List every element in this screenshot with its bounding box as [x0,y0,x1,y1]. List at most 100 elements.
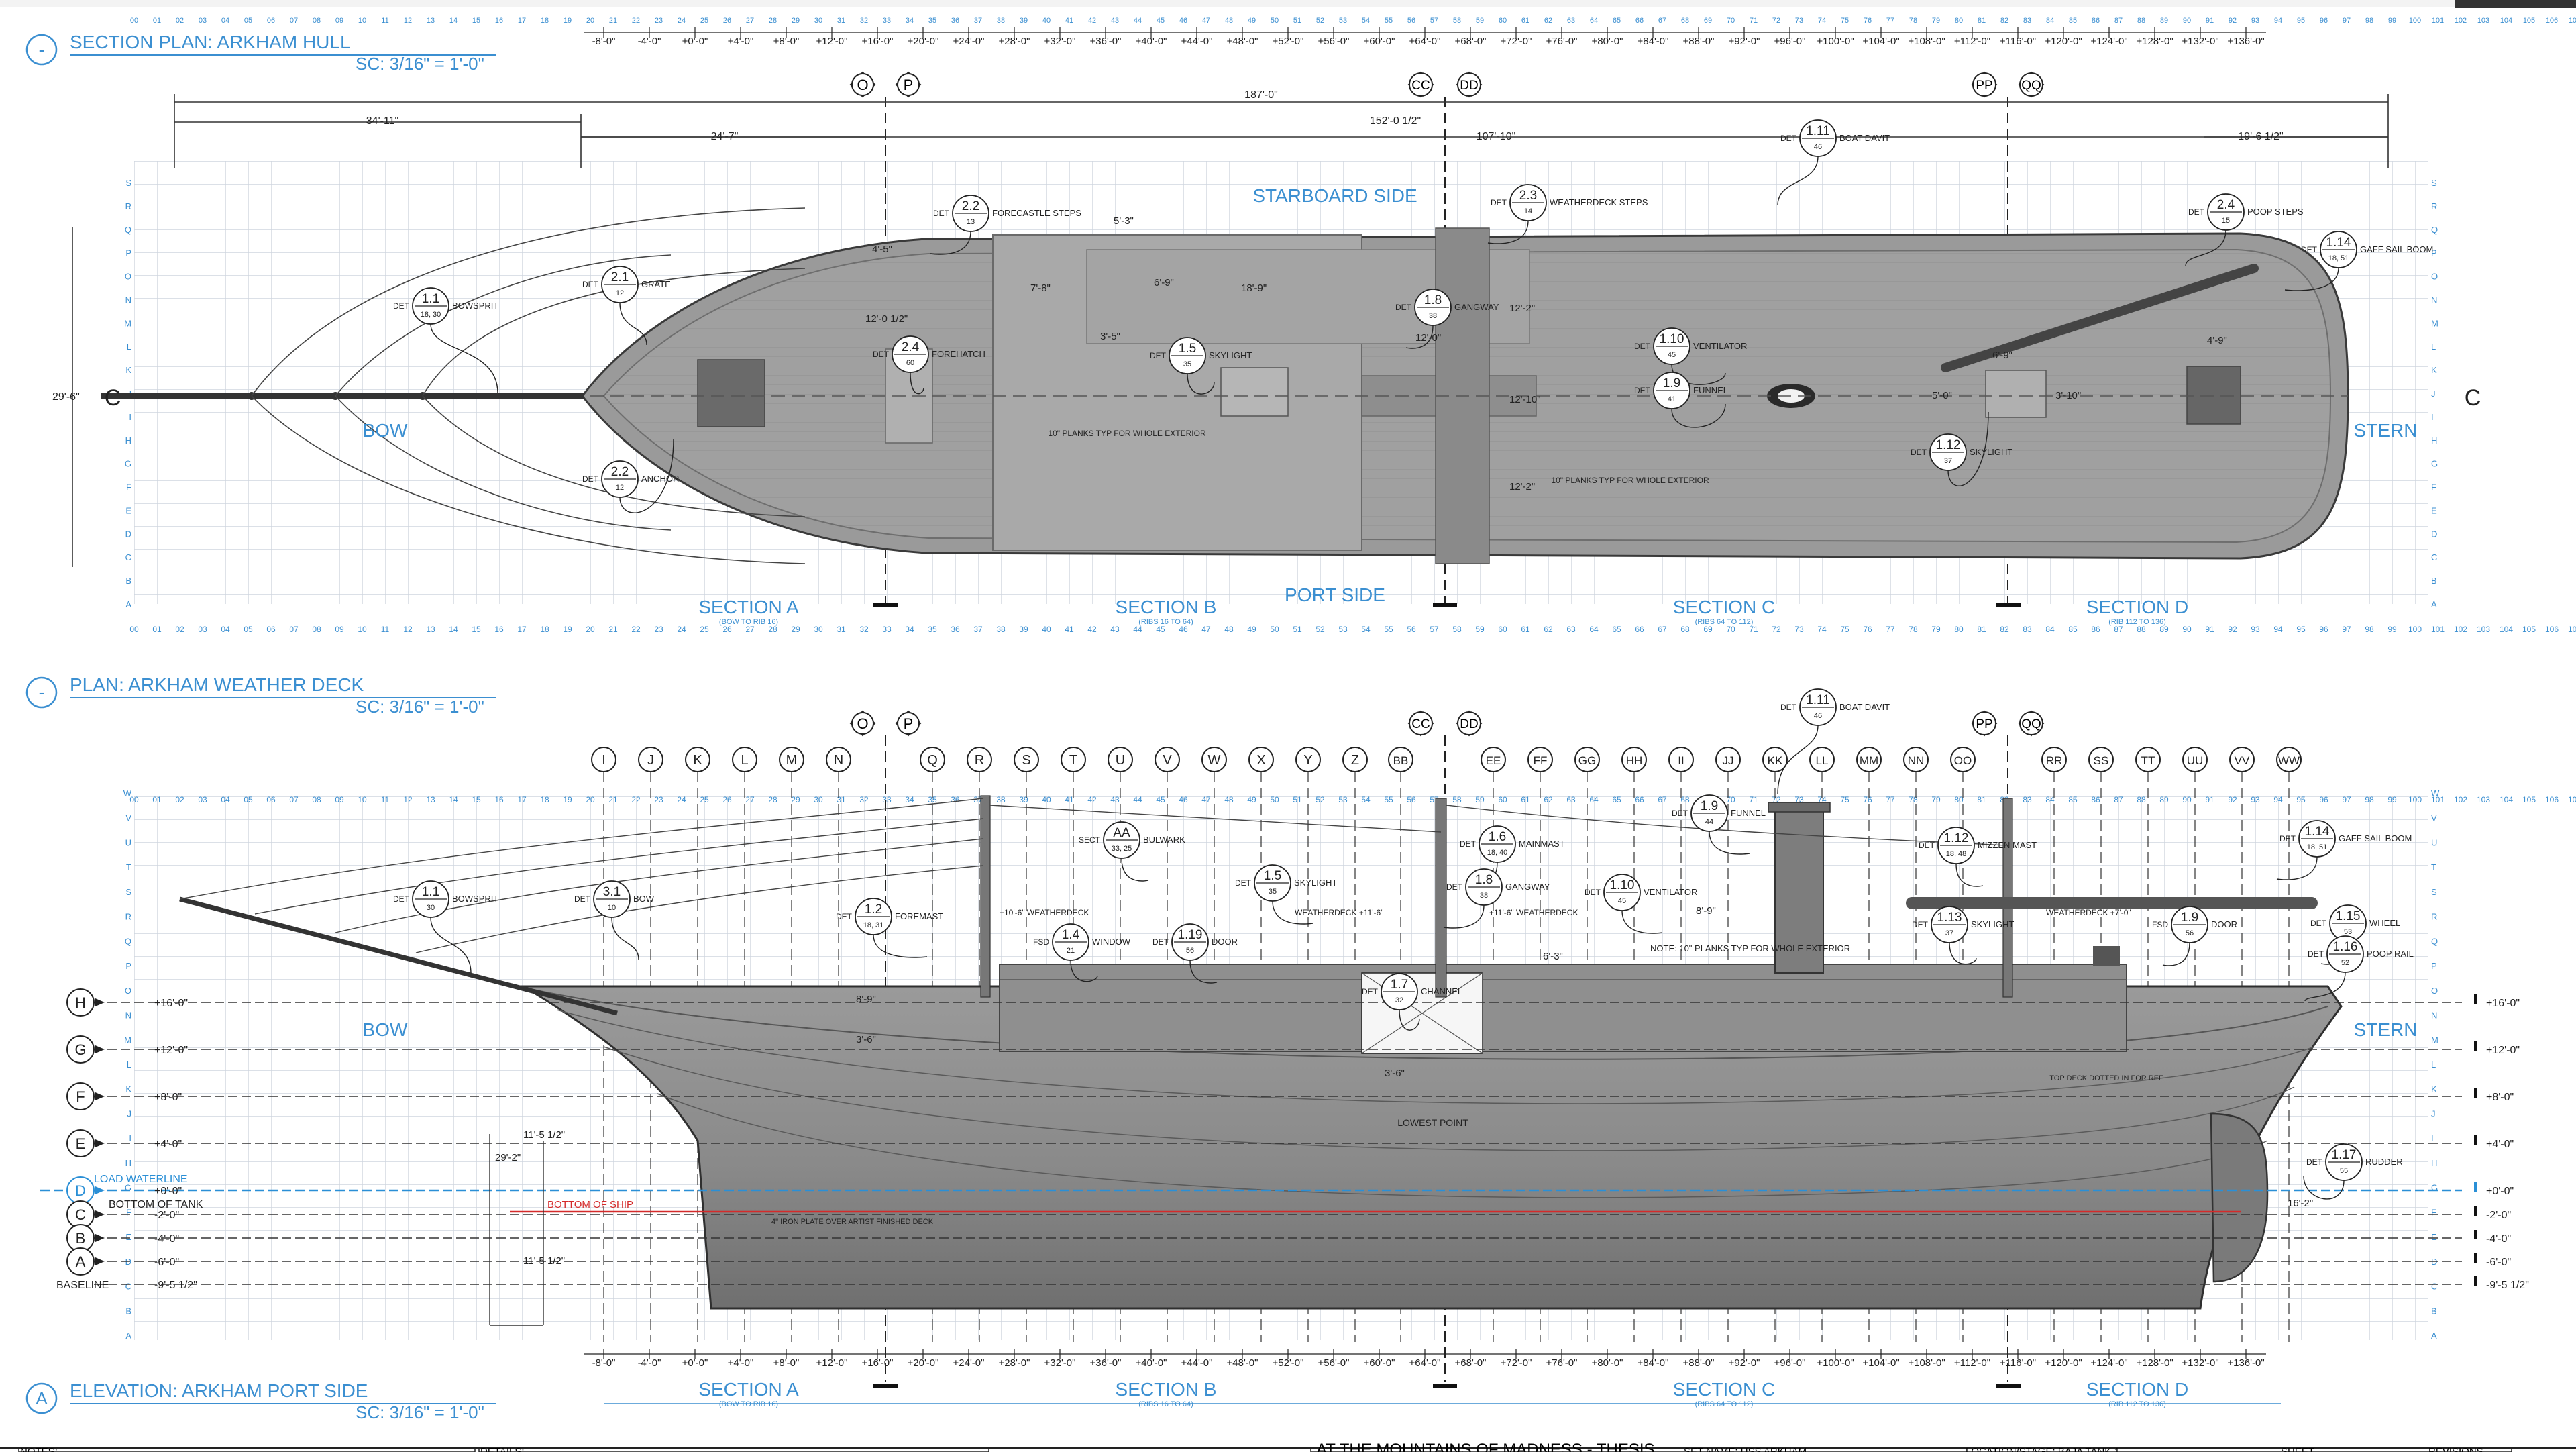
ruler-label: +8'-0" [773,36,800,47]
title-location: LOCATION/STAGE: BAJA TANK 1 [1966,1446,2120,1452]
svg-text:O: O [857,715,868,732]
grid-bubble-letter: Y [1303,753,1312,768]
row-letter: E [2431,1232,2437,1242]
rib-number: 68 [1680,625,1690,634]
row-letter: N [2431,1010,2437,1021]
row-letter: L [127,1059,131,1070]
level-elevation-right: -2'-0" [2486,1210,2511,1221]
rib-number: 71 [1750,17,1758,25]
rib-number: 75 [1840,625,1849,634]
ruler-label: -8'-0" [592,36,616,47]
planks-note-elev: NOTE: 10" PLANKS TYP FOR WHOLE EXTERIOR [1650,943,1850,953]
row-letter: T [2431,862,2436,872]
row-letter: H [2431,435,2437,446]
ruler-label: +136'-0" [2227,36,2264,47]
grid-bubble-ff [1527,747,1553,772]
ruler-label: +0'-0" [682,36,708,47]
svg-text:QQ: QQ [2021,79,2041,93]
rib-number: 41 [1065,17,1073,25]
rib-number: 64 [1589,625,1599,634]
callout-sheet: 35 [1269,888,1277,896]
grid-bubble-n [826,747,851,772]
level-bubble [66,988,95,1017]
ruler-label: +48'-0" [1227,36,1258,47]
ruler-label: +100'-0" [1817,36,1854,47]
rib-number: 16 [495,17,503,25]
grid-bubble-letter: OO [1954,754,1972,767]
rib-number: 52 [1316,17,1324,25]
ruler-label: +36'-0" [1090,1357,1122,1369]
callout-prefix: SECT [1079,835,1101,845]
grid-bubble-letter: L [741,753,748,768]
ruler-label: +80'-0" [1592,36,1623,47]
ruler-label: +100'-0" [1817,1357,1854,1369]
callout-sheet: 30 [427,904,435,912]
rib-number: 18 [541,17,549,25]
svg-text:(BOW TO RIB 16): (BOW TO RIB 16) [719,618,778,626]
svg-text:CC: CC [1411,717,1430,731]
row-letter: F [126,482,131,492]
ruler-label: +56'-0" [1318,1357,1350,1369]
plan-section-marker-text: - [39,40,45,60]
stern-label-plan: STERN [2354,420,2418,441]
svg-text:6'-9": 6'-9" [1154,277,1174,289]
rib-number: 83 [2023,795,2032,805]
rib-number: 49 [1247,795,1256,805]
grid-bubble-letter: HH [1626,754,1643,767]
callout-sheet: 46 [1814,143,1822,151]
callout-number: 1.9 [1701,799,1718,813]
rib-number: 13 [427,17,435,25]
row-letter: C [2431,552,2437,562]
svg-text:6'-9": 6'-9" [1992,350,2012,361]
row-letter: D [125,529,131,539]
level-bubble-letter: C [75,1206,86,1223]
rib-number: 62 [1544,625,1553,634]
callout-sheet: 15 [2222,217,2230,225]
rib-number: 25 [700,795,709,805]
callout-number: 1.14 [2326,236,2351,250]
callout-prefix: FSD [1033,937,1049,947]
grid-bubble-ii [1668,747,1694,772]
callout-prefix: DET [1395,303,1412,312]
rib-number: 36 [951,795,960,805]
rib-number: 00 [129,795,139,805]
rib-number: 79 [1931,795,1941,805]
rib-number: 15 [472,795,481,805]
ruler-label: +132'-0" [2182,1357,2218,1369]
plan-section-header: - SECTION PLAN: ARKHAM HULL SC: 3/16" = … [25,32,496,74]
grid-bubble-letter: MM [1860,754,1878,767]
dim-stern-span: 19'-6 1/2" [2238,131,2283,142]
rib-number: 81 [1978,17,1986,25]
rib-number: 104 [2500,795,2513,805]
rib-number: 24 [677,625,686,634]
rib-number: 05 [244,17,252,25]
ruler-label: +84'-0" [1638,1357,1669,1369]
callout-number: 2.4 [902,340,920,354]
callout-label: MIZZEN MAST [1978,840,2037,850]
rib-number: 71 [1749,795,1758,805]
grid-bubble-letter: JJ [1723,754,1734,767]
svg-text:QQ: QQ [2021,717,2041,731]
grid-bubble-rr [2041,747,2067,772]
callout-sheet: 45 [1668,351,1676,359]
rib-number: 01 [153,17,161,25]
rib-number: 87 [2114,625,2123,634]
rib-number: 09 [335,795,344,805]
bowsprit-elevation [179,896,618,1016]
row-letter: S [2431,887,2437,897]
rib-number: 20 [586,17,594,25]
ruler-label: +88'-0" [1683,36,1715,47]
level-bubble-letter: D [75,1182,86,1199]
rib-number: 74 [1818,17,1826,25]
grid-bubble-letter: RR [2046,754,2063,767]
grid-bubble-letter: I [602,753,606,768]
level-elevation-right: +16'-0" [2486,998,2520,1009]
ruler-label: +96'-0" [1774,1357,1806,1369]
rib-number: 12 [404,17,412,25]
elev-levels-right: +16'-0"+12'-0"+8'-0"+4'-0"+0'-0"-2'-0"-4… [2474,994,2529,1291]
rib-number: 08 [312,625,321,634]
rib-number: 33 [883,17,891,25]
